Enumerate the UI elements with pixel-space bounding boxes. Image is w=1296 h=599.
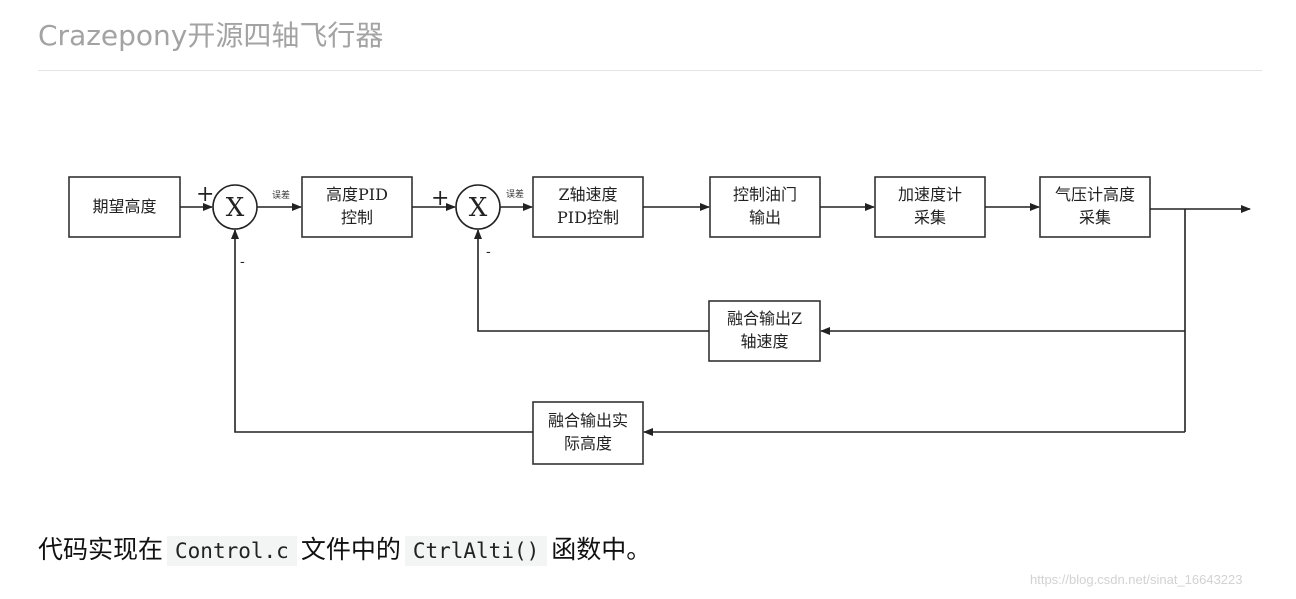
- block-accel-sampling: 加速度计 采集: [874, 176, 986, 238]
- code-filename: Control.c: [167, 536, 297, 566]
- block-fused-height: 融合输出实 际高度: [532, 401, 644, 465]
- block-label: 控制: [341, 208, 373, 227]
- junction-symbol: X: [226, 193, 245, 223]
- caption-suffix: 函数中。: [551, 535, 652, 564]
- summing-junction-speed: X: [455, 184, 501, 230]
- caption-prefix: 代码实现在: [38, 535, 164, 564]
- block-label: 际高度: [564, 434, 612, 453]
- block-baro-sampling: 气压计高度 采集: [1039, 176, 1151, 238]
- plus-sign: +: [431, 186, 449, 211]
- plus-sign: +: [196, 182, 214, 207]
- block-fused-z-speed: 融合输出Z 轴速度: [708, 300, 821, 362]
- block-throttle-output: 控制油门 输出: [709, 176, 821, 238]
- block-z-speed-pid: Z轴速度 PID控制: [532, 176, 644, 238]
- block-label: 气压计高度: [1055, 185, 1135, 204]
- caption-middle: 文件中的: [300, 535, 401, 564]
- error-label: 误差: [506, 188, 524, 200]
- block-label: 融合输出Z: [727, 309, 802, 328]
- page-title: Crazepony开源四轴飞行器: [38, 19, 384, 52]
- block-height-pid: 高度PID 控制: [301, 176, 413, 238]
- block-label: 控制油门: [733, 185, 797, 204]
- block-label: 高度PID: [326, 185, 388, 204]
- feedback-line: [474, 229, 709, 332]
- summing-junction-height: X: [212, 184, 258, 230]
- block-label: 轴速度: [740, 332, 788, 351]
- junction-symbol: X: [469, 193, 488, 223]
- block-label: PID控制: [557, 208, 619, 227]
- minus-sign: -: [240, 254, 245, 270]
- block-label: 采集: [1079, 208, 1111, 227]
- minus-sign: -: [486, 244, 491, 260]
- block-label: 期望高度: [92, 197, 156, 216]
- header-divider: [38, 70, 1262, 71]
- control-block-diagram: 期望高度 高度PID 控制 Z轴速度 PID控制 控制油门 输出 加速度计 采集…: [68, 176, 1251, 465]
- block-label: Z轴速度: [558, 185, 617, 204]
- code-function: CtrlAlti(): [404, 536, 548, 566]
- feedback-line: [231, 229, 533, 433]
- block-label: 加速度计: [898, 185, 962, 204]
- block-desired-height: 期望高度: [68, 176, 181, 238]
- block-label: 采集: [914, 208, 946, 227]
- watermark: https://blog.csdn.net/sinat_16643223: [1030, 572, 1243, 587]
- block-label: 输出: [749, 208, 781, 227]
- error-label: 误差: [272, 189, 290, 201]
- block-label: 融合输出实: [548, 411, 628, 430]
